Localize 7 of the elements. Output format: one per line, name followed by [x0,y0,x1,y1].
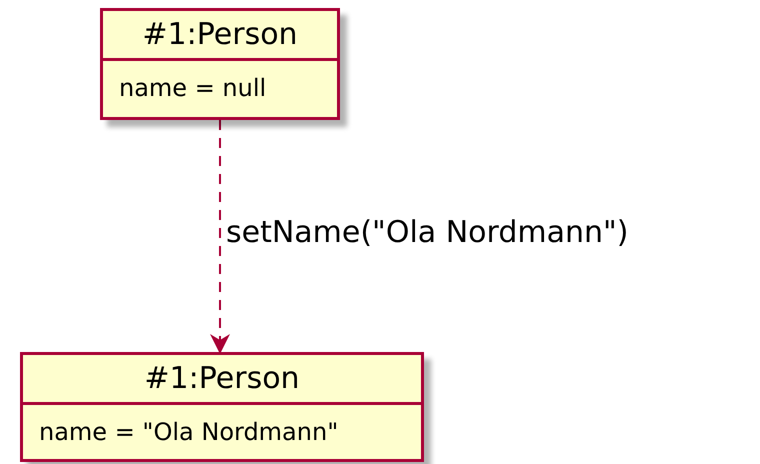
attribute-text: name = "Ola Nordmann" [38,417,340,448]
object-name: #1:Person [103,11,337,61]
object-box [20,352,424,462]
object-box [100,8,340,120]
attribute-text: name = null [118,73,268,104]
object-name: #1:Person [23,355,421,405]
dashed-arrow [210,120,230,354]
